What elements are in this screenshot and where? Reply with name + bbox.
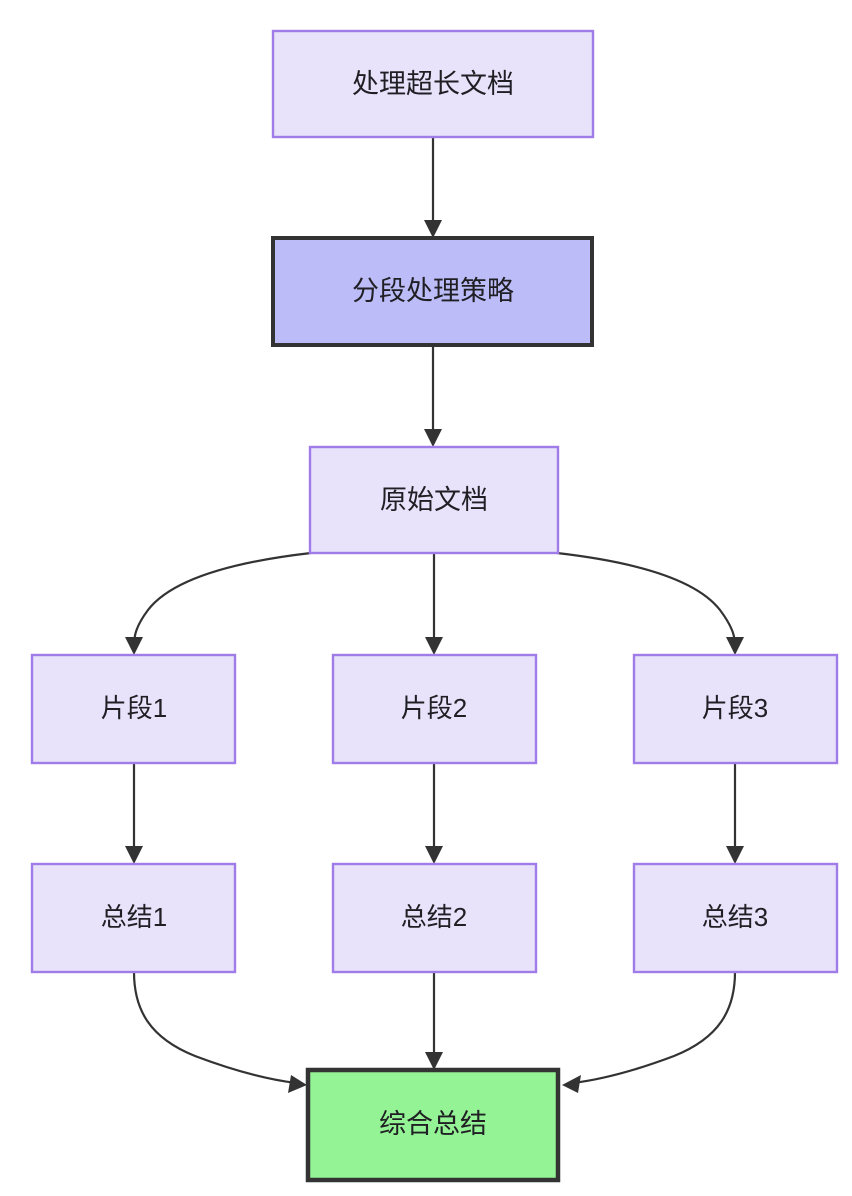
node-label-final-summary: 综合总结	[379, 1109, 487, 1139]
node-label-fragment-1: 片段1	[101, 693, 167, 723]
node-label-fragment-3: 片段3	[702, 693, 768, 723]
node-summary-1[interactable]: 总结1	[30, 862, 237, 974]
node-long-doc[interactable]: 处理超长文档	[271, 29, 595, 139]
node-summary-2[interactable]: 总结2	[331, 862, 538, 974]
edge-path	[572, 971, 737, 1085]
node-shape[interactable]	[632, 862, 839, 974]
node-strategy[interactable]: 分段处理策略	[271, 236, 594, 347]
node-layer: 处理超长文档 分段处理策略 原始文档 片段1 片段2 片段3	[30, 29, 839, 1183]
edge-summary-1-to-final	[132, 971, 307, 1093]
edge-fragment-2-to-summary-2	[425, 763, 443, 864]
node-label-summary-1: 总结1	[101, 902, 167, 932]
node-summary-3[interactable]: 总结3	[632, 862, 839, 974]
node-shape[interactable]	[30, 862, 237, 974]
edge-layer	[125, 137, 744, 1093]
node-fragment-1[interactable]: 片段1	[30, 653, 237, 765]
node-final-summary[interactable]: 综合总结	[305, 1067, 561, 1183]
arrow-head-icon	[424, 429, 442, 447]
arrow-head-icon	[288, 1075, 307, 1093]
node-shape[interactable]	[271, 29, 595, 139]
node-shape[interactable]	[331, 862, 538, 974]
node-shape[interactable]	[305, 1067, 561, 1183]
arrow-head-icon	[425, 1052, 443, 1070]
edge-summary-3-to-final	[562, 971, 737, 1093]
edge-source-doc-to-fragment-3	[556, 551, 744, 655]
arrow-head-icon	[425, 637, 443, 655]
arrow-head-icon	[726, 637, 744, 655]
node-label-summary-3: 总结3	[702, 902, 768, 932]
edge-source-doc-to-fragment-2	[425, 553, 443, 655]
arrow-head-icon	[125, 846, 143, 864]
node-fragment-3[interactable]: 片段3	[632, 653, 839, 765]
edge-path	[132, 971, 297, 1085]
node-shape[interactable]	[331, 653, 538, 765]
node-label-summary-2: 总结2	[401, 902, 467, 932]
node-source-doc[interactable]: 原始文档	[308, 445, 560, 555]
node-label-fragment-2: 片段2	[401, 693, 467, 723]
node-shape[interactable]	[308, 445, 560, 555]
node-fragment-2[interactable]: 片段2	[331, 653, 538, 765]
node-shape[interactable]	[271, 236, 594, 347]
arrow-head-icon	[125, 637, 143, 655]
node-label-long-doc: 处理超长文档	[352, 69, 514, 99]
edge-fragment-3-to-summary-3	[726, 763, 744, 864]
edge-strategy-to-source-doc	[424, 345, 442, 447]
edge-summary-2-to-final	[425, 972, 443, 1070]
node-shape[interactable]	[30, 653, 237, 765]
node-label-source-doc: 原始文档	[380, 485, 488, 515]
node-label-strategy: 分段处理策略	[352, 276, 514, 306]
edge-fragment-1-to-summary-1	[125, 763, 143, 864]
arrow-head-icon	[726, 846, 744, 864]
arrow-head-icon	[562, 1075, 581, 1093]
arrow-head-icon	[424, 220, 442, 238]
edge-source-doc-to-fragment-1	[125, 551, 312, 655]
edge-long-doc-to-strategy	[424, 137, 442, 238]
node-shape[interactable]	[632, 653, 839, 765]
edge-path	[132, 551, 312, 646]
edge-path	[556, 551, 737, 646]
arrow-head-icon	[425, 846, 443, 864]
